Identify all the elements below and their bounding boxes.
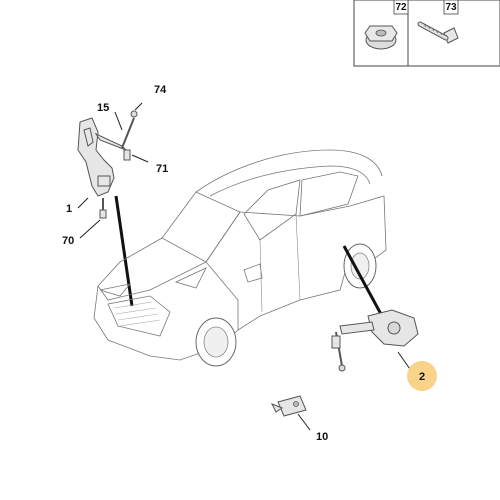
callout-70: 70 — [62, 235, 74, 247]
callout-10: 10 — [316, 431, 328, 443]
rear-height-sensor-assembly — [331, 309, 419, 372]
callout-2-highlight: 2 — [407, 361, 437, 391]
hardware-inset: 72 73 — [353, 0, 500, 67]
rear-pointer-line — [342, 245, 384, 317]
callout-74: 74 — [154, 84, 167, 96]
callout-71: 71 — [156, 163, 168, 175]
callout-15: 15 — [97, 102, 109, 114]
flange-nut-icon — [364, 25, 398, 50]
vehicle-illustration — [93, 149, 387, 367]
screw-icon — [417, 21, 459, 44]
clip-part — [270, 395, 307, 417]
front-pointer-line — [114, 195, 134, 307]
callout-2: 2 — [419, 371, 425, 383]
callout-72: 72 — [395, 2, 407, 13]
callout-1: 1 — [66, 203, 72, 215]
front-height-sensor-assembly — [77, 110, 138, 219]
callout-73: 73 — [445, 2, 457, 13]
